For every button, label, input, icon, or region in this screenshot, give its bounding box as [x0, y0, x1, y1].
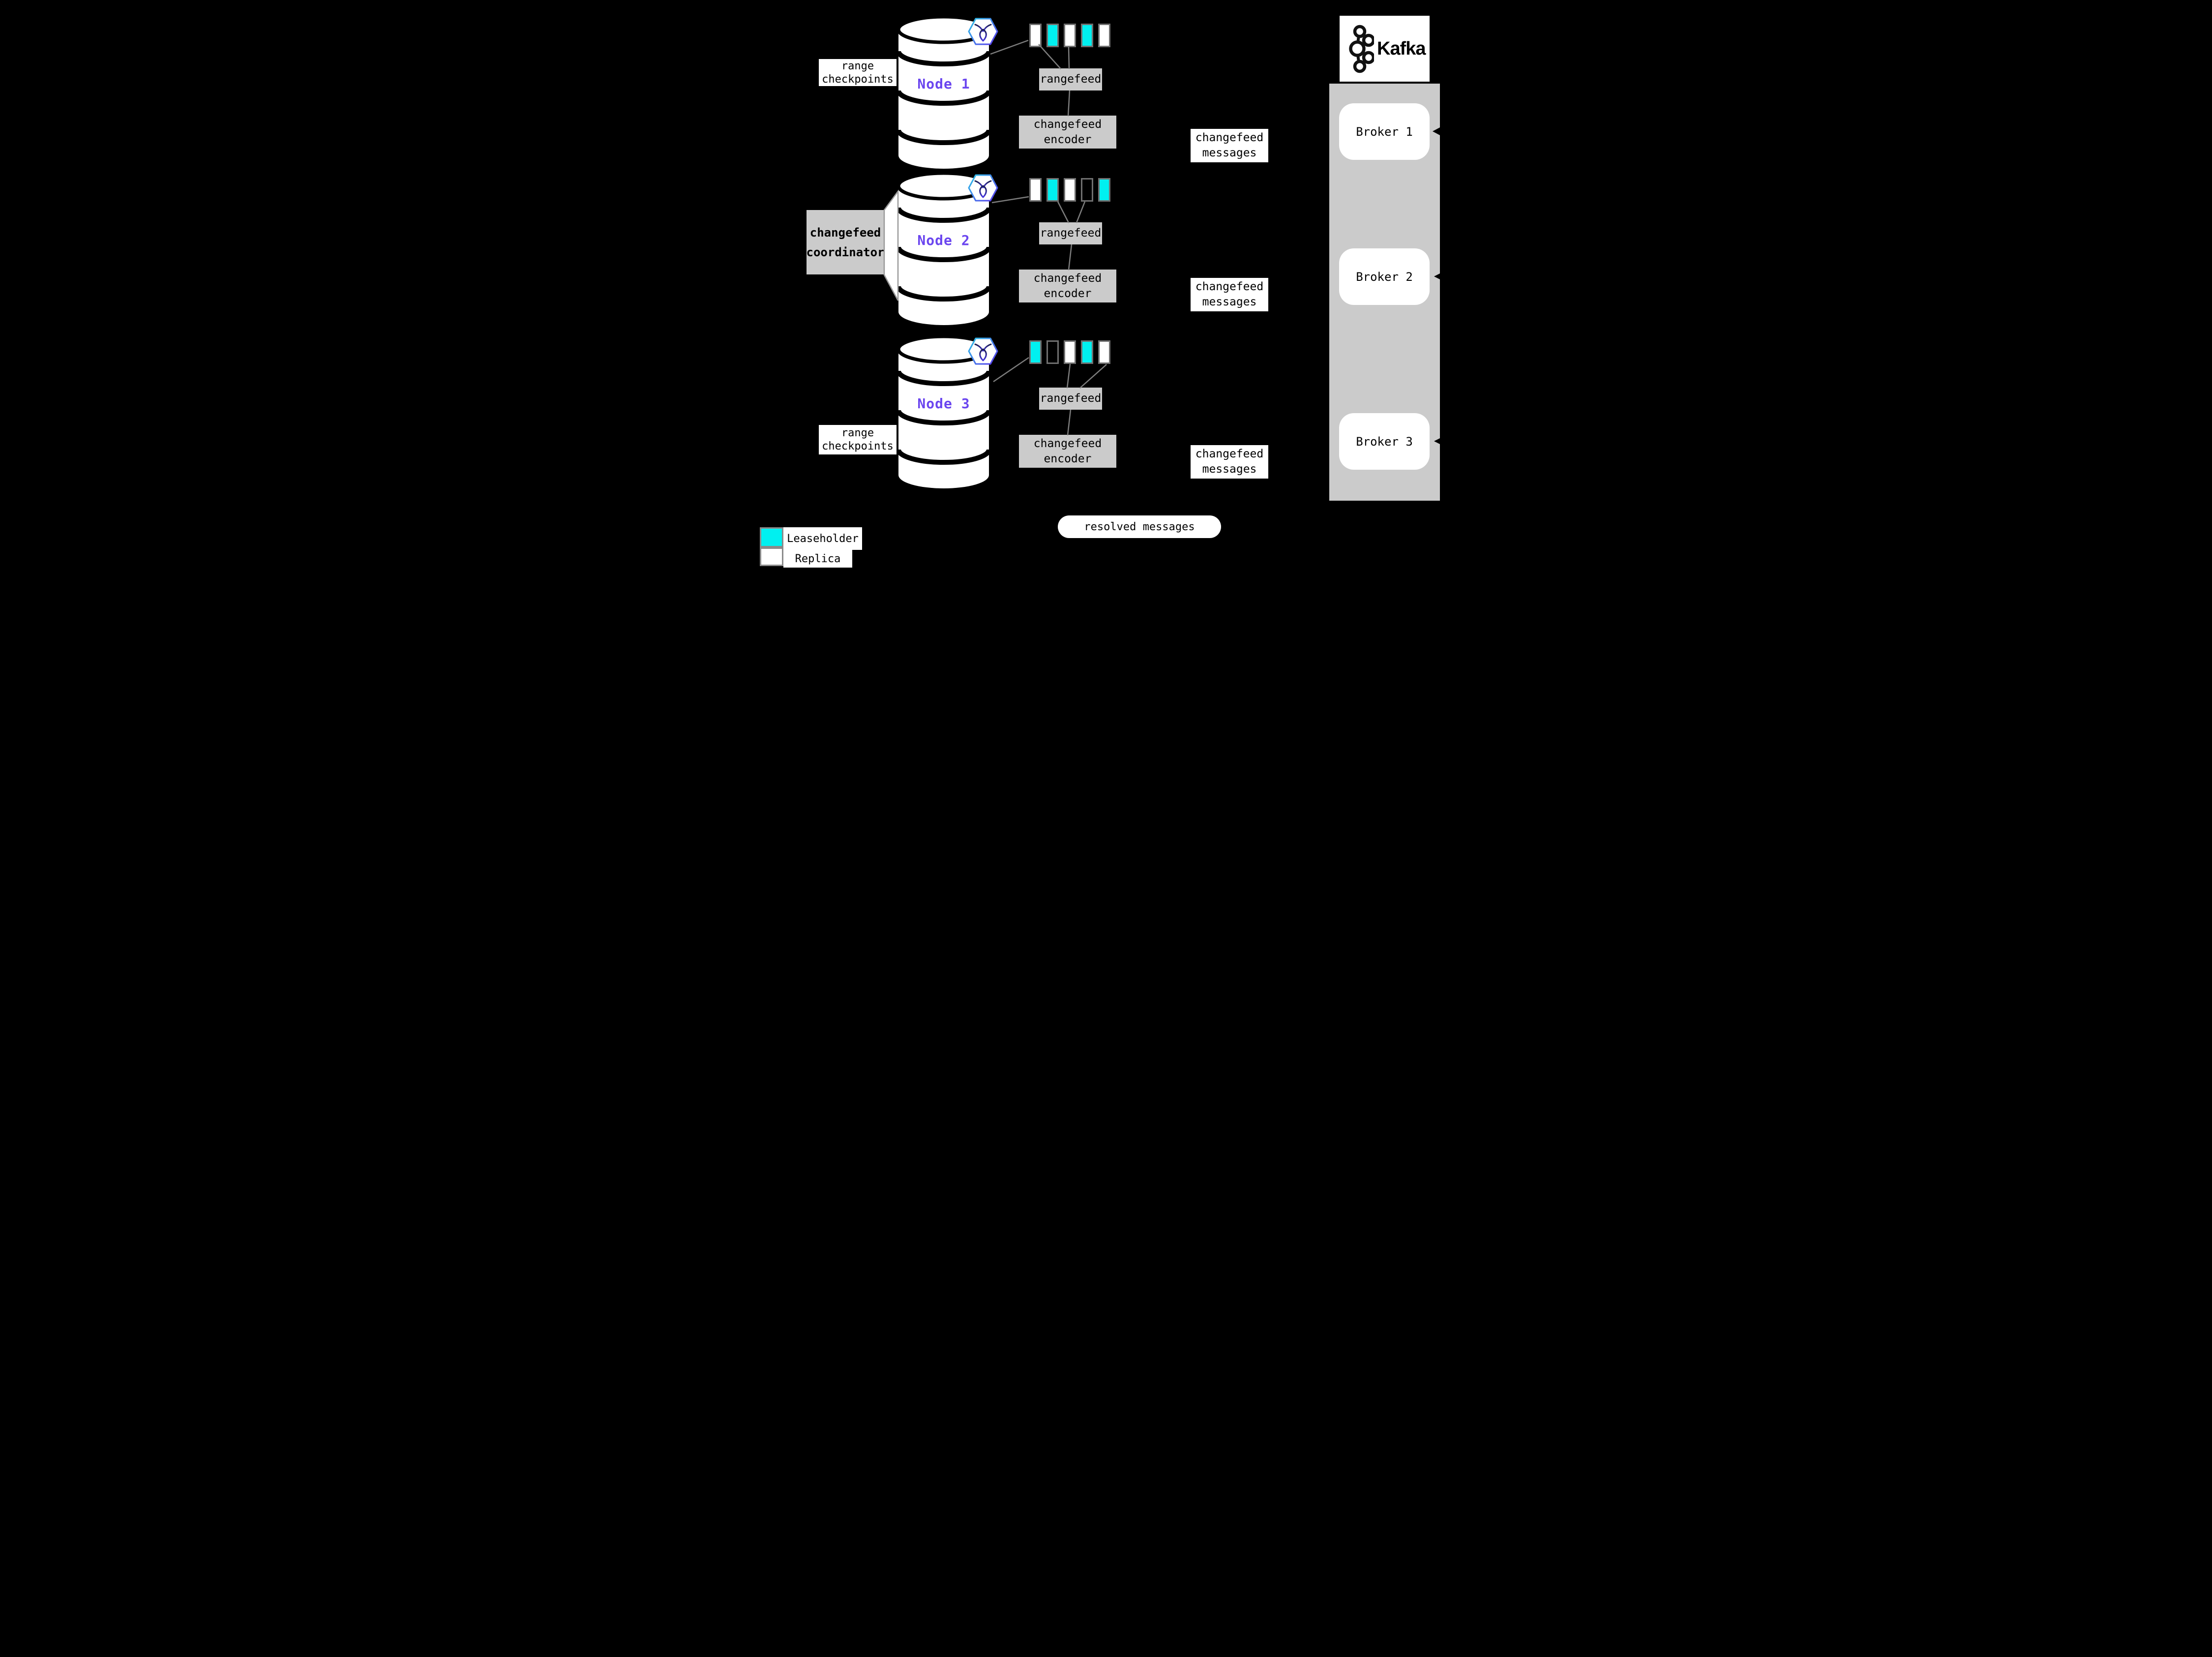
node-3-rangefeed-box: rangefeed	[1039, 388, 1102, 410]
connector-line	[1079, 364, 1107, 389]
kafka-wordmark: Kafka	[1377, 38, 1426, 59]
range-box	[1029, 24, 1042, 47]
range-box	[1098, 340, 1110, 364]
encoder-label-line: encoder	[1044, 133, 1092, 146]
range-box	[1046, 178, 1059, 202]
range-box	[1064, 340, 1076, 364]
resolved-messages-pill: resolved messages	[1058, 515, 1221, 538]
connector-line	[1066, 363, 1071, 389]
legend-label-text: Replica	[795, 552, 841, 565]
legend-leaseholder-label: Leaseholder	[783, 527, 862, 550]
resolved-messages-label: resolved messages	[1084, 520, 1195, 533]
legend-label-text: Leaseholder	[787, 532, 859, 545]
node-3-changefeed-encoder-box: changefeed encoder	[1019, 435, 1116, 468]
connector-line	[1038, 44, 1061, 69]
range-box	[1029, 178, 1042, 202]
kafka-broker-1: Broker 1	[1339, 103, 1430, 160]
connector-line	[1076, 201, 1086, 223]
node-2-changefeed-messages-label: changefeed messages	[1191, 278, 1268, 311]
rangefeed-label: rangefeed	[1040, 227, 1102, 240]
range-box	[1098, 178, 1110, 202]
kafka-logo-card: Kafka	[1340, 16, 1430, 82]
kafka-broker-container: Broker 1 Broker 2 Broker 3	[1329, 84, 1440, 501]
label-line: checkpoints	[822, 440, 894, 452]
node-1-rangefeed-box: rangefeed	[1039, 68, 1102, 90]
range-box	[1081, 24, 1093, 47]
node-2-changefeed-encoder-box: changefeed encoder	[1019, 270, 1116, 302]
node-1-range-row	[1029, 24, 1110, 47]
rangefeed-label: rangefeed	[1040, 392, 1102, 405]
encoder-label-line: encoder	[1044, 287, 1092, 300]
node-2-rangefeed-box: rangefeed	[1039, 222, 1102, 244]
connector-line	[1057, 201, 1070, 223]
broker-label: Broker 3	[1356, 434, 1413, 449]
node-1-database-cylinder: Node 1	[896, 15, 998, 169]
range-box	[1098, 24, 1110, 47]
rangefeed-label: rangefeed	[1040, 73, 1102, 86]
cockroachdb-logo-icon	[968, 337, 998, 365]
node-2-database-cylinder: Node 2	[896, 171, 998, 326]
range-box	[1064, 178, 1076, 202]
messages-label-line: messages	[1202, 463, 1257, 476]
connector-line	[1067, 409, 1072, 436]
kafka-logo-icon	[1349, 25, 1374, 73]
changefeed-coordinator-box: changefeed coordinator	[807, 210, 884, 274]
label-line: range	[841, 427, 874, 439]
coordinator-flag-shape	[883, 189, 899, 301]
broker-label: Broker 2	[1356, 270, 1413, 284]
range-box	[1081, 178, 1093, 202]
connector-line	[1068, 244, 1073, 271]
coordinator-label-line: coordinator	[806, 245, 885, 259]
node-1-name: Node 1	[917, 76, 970, 92]
label-line: range	[841, 60, 874, 72]
node-3-range-row	[1029, 340, 1110, 364]
legend-leaseholder-swatch	[760, 527, 783, 547]
range-box	[1064, 24, 1076, 47]
cockroachdb-logo-icon	[968, 18, 998, 45]
broker-label: Broker 1	[1356, 124, 1413, 139]
messages-label-line: messages	[1202, 147, 1257, 159]
encoder-label-line: encoder	[1044, 452, 1092, 465]
legend-replica-swatch	[760, 547, 783, 566]
encoder-label-line: changefeed	[1033, 271, 1102, 285]
node-3-name: Node 3	[917, 395, 970, 412]
messages-label-line: changefeed	[1195, 448, 1264, 460]
messages-label-line: messages	[1202, 296, 1257, 308]
range-box	[1081, 340, 1093, 364]
node-3-changefeed-messages-label: changefeed messages	[1191, 445, 1268, 479]
range-box	[1029, 340, 1042, 364]
cockroachdb-logo-icon	[968, 174, 998, 202]
database-cylinder-icon	[896, 15, 991, 169]
kafka-broker-2: Broker 2	[1339, 248, 1430, 305]
connector-line	[1067, 90, 1071, 117]
database-cylinder-icon	[896, 334, 991, 488]
node-2-name: Node 2	[917, 232, 970, 248]
messages-label-line: changefeed	[1195, 280, 1264, 293]
messages-label-line: changefeed	[1195, 131, 1264, 144]
connector-line	[993, 357, 1029, 383]
label-line: checkpoints	[822, 73, 894, 86]
node-1-range-checkpoints-label: range checkpoints	[819, 59, 897, 86]
node-3-range-checkpoints-label: range checkpoints	[819, 425, 897, 454]
node-1-changefeed-messages-label: changefeed messages	[1191, 129, 1268, 162]
coordinator-label-line: changefeed	[809, 225, 881, 240]
range-box	[1046, 340, 1059, 364]
encoder-label-line: changefeed	[1033, 437, 1102, 450]
range-box	[1046, 24, 1059, 47]
node-3-database-cylinder: Node 3	[896, 334, 998, 489]
node-2-range-row	[1029, 178, 1110, 202]
kafka-broker-3: Broker 3	[1339, 413, 1430, 470]
changefeed-kafka-architecture-diagram: range checkpoints Node 1	[720, 0, 1492, 577]
node-1-changefeed-encoder-box: changefeed encoder	[1019, 116, 1116, 149]
database-cylinder-icon	[896, 171, 991, 325]
encoder-label-line: changefeed	[1033, 118, 1102, 131]
legend-replica-label: Replica	[783, 550, 852, 568]
